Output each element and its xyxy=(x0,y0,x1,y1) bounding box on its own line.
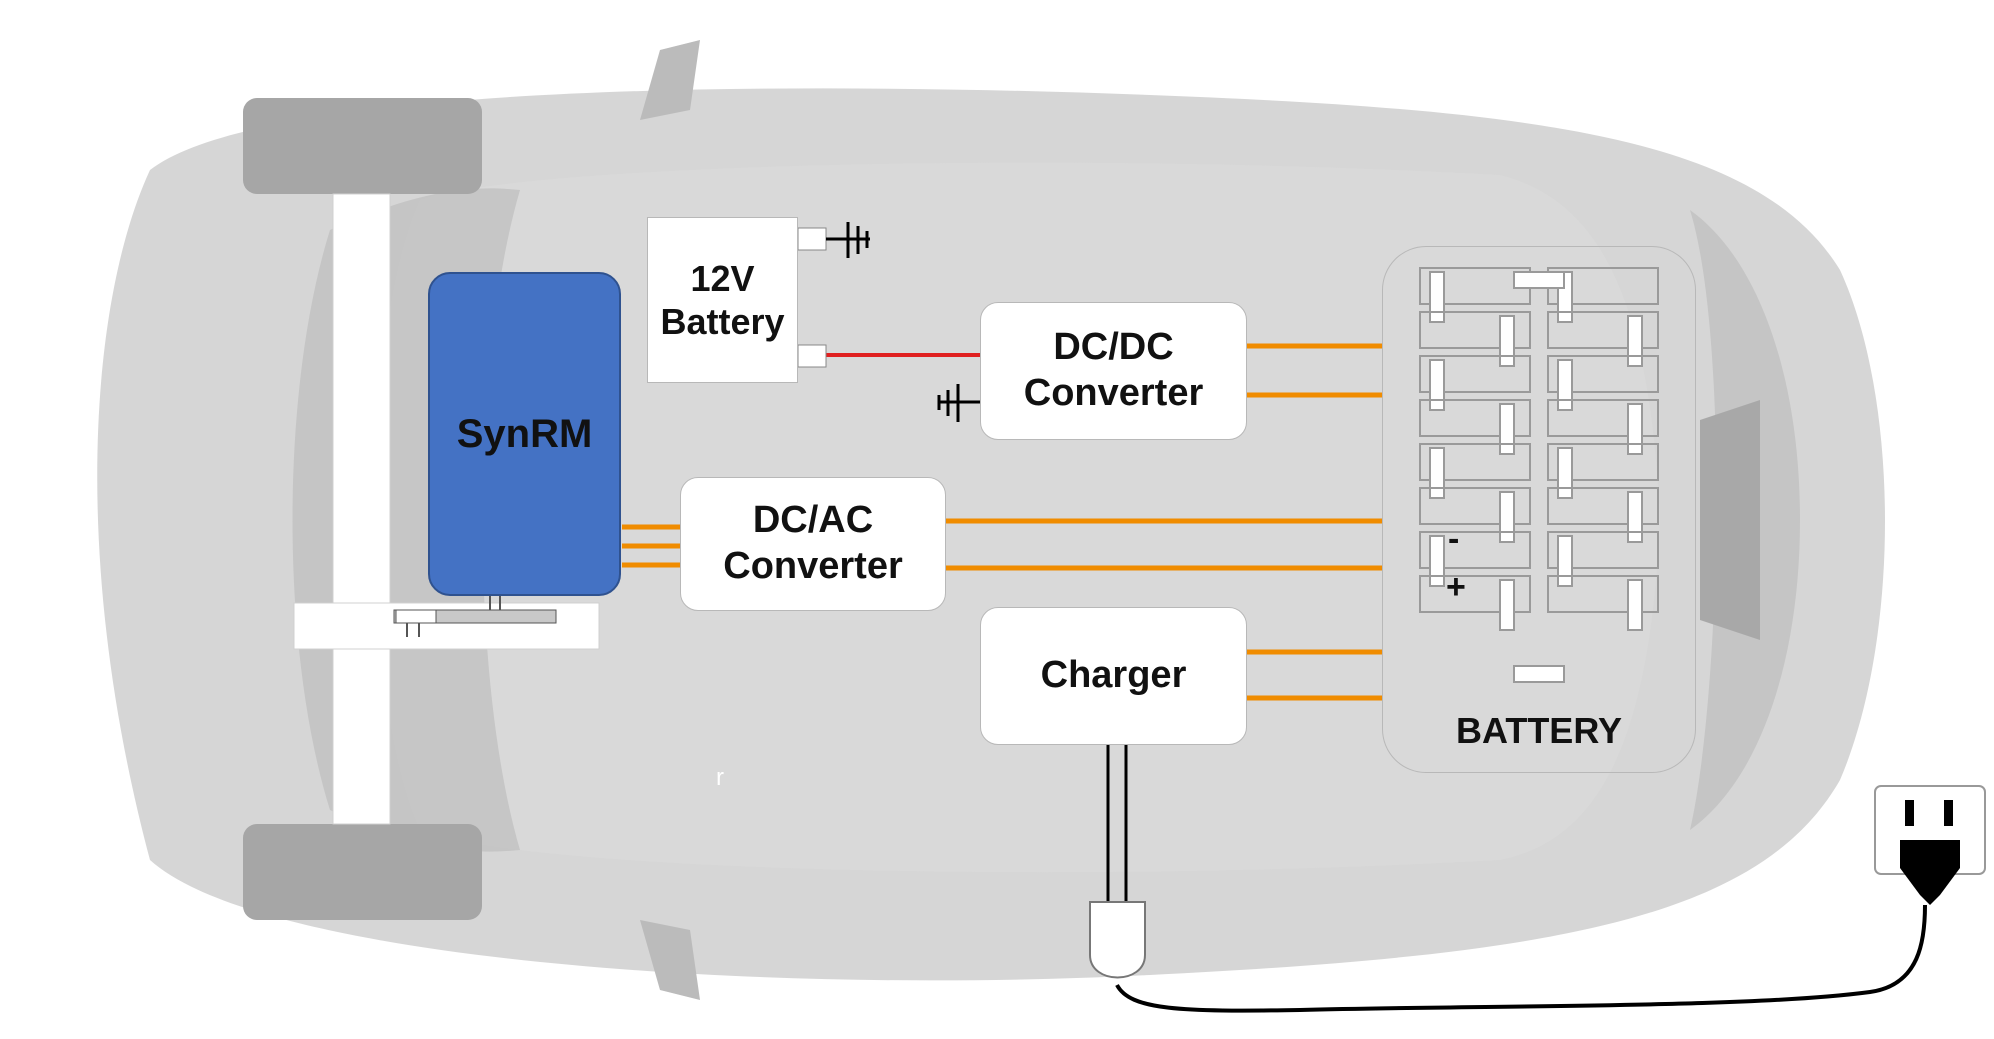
battery-cell xyxy=(1419,355,1531,393)
outlet-slot-1 xyxy=(1905,800,1914,826)
battery-cell xyxy=(1419,575,1531,613)
12v-battery-box: 12V Battery xyxy=(647,217,798,383)
battery-cell-tab xyxy=(1627,315,1643,367)
battery-bus-link xyxy=(1513,665,1565,683)
battery-terminal-top xyxy=(797,227,827,251)
battery-terminal-bottom xyxy=(797,344,827,368)
battery-cell xyxy=(1419,399,1531,437)
battery-cell xyxy=(1547,531,1659,569)
ground-symbol-battery xyxy=(826,222,870,258)
wall-plug-icon xyxy=(1900,840,1960,905)
front-left-wheel xyxy=(243,98,482,194)
hv-battery-label: BATTERY xyxy=(1456,710,1622,751)
battery-cell xyxy=(1547,399,1659,437)
rear-grille xyxy=(1700,400,1760,640)
battery-cell-tab xyxy=(1557,359,1573,411)
12v-battery-label-line1: 12V xyxy=(690,257,755,299)
left-mirror xyxy=(640,40,700,120)
12v-battery-label-line2: Battery xyxy=(660,301,785,342)
stray-mark: r xyxy=(716,764,724,791)
battery-cell xyxy=(1419,531,1531,569)
battery-cell-tab xyxy=(1429,359,1445,411)
dcdc-label-line1: DC/DC xyxy=(1053,326,1174,369)
battery-cell-tab xyxy=(1499,403,1515,455)
battery-cell-tab xyxy=(1627,403,1643,455)
battery-cell-tab xyxy=(1499,491,1515,543)
dcac-converter-block: DC/AC Converter xyxy=(680,477,946,611)
charging-cable xyxy=(1115,904,1927,1013)
dcdc-label-line2: Converter xyxy=(1023,372,1204,414)
dcdc-converter-block: DC/DC Converter xyxy=(980,302,1247,440)
synrm-motor-block: SynRM xyxy=(428,272,621,596)
battery-cell xyxy=(1547,443,1659,481)
battery-bus-link xyxy=(1513,271,1565,289)
dcac-label-line2: Converter xyxy=(723,545,903,587)
gear-stub xyxy=(395,609,437,624)
battery-cell-tab xyxy=(1429,447,1445,499)
front-right-wheel xyxy=(243,824,482,920)
battery-cell-tab xyxy=(1627,579,1643,631)
battery-cell xyxy=(1419,487,1531,525)
front-axle xyxy=(332,193,391,825)
battery-cell xyxy=(1547,487,1659,525)
battery-minus-sign: - xyxy=(1448,520,1460,558)
battery-cell-tab xyxy=(1429,271,1445,323)
outlet-slot-2 xyxy=(1944,800,1953,826)
battery-cell-tab xyxy=(1557,447,1573,499)
battery-plus-sign: + xyxy=(1446,568,1466,606)
battery-cell-tab xyxy=(1557,535,1573,587)
battery-cell xyxy=(1547,311,1659,349)
battery-cells xyxy=(1419,267,1659,683)
battery-cell xyxy=(1419,443,1531,481)
battery-cell-tab xyxy=(1429,535,1445,587)
synrm-label: SynRM xyxy=(456,412,593,456)
charger-block: Charger xyxy=(980,607,1247,745)
battery-cell xyxy=(1419,311,1531,349)
battery-cell-tab xyxy=(1499,579,1515,631)
right-mirror xyxy=(640,920,700,1000)
charging-inlet xyxy=(1089,901,1146,979)
battery-cell xyxy=(1547,355,1659,393)
charger-label: Charger xyxy=(1040,654,1187,697)
hv-battery-pack xyxy=(1382,246,1696,773)
dcac-label-line1: DC/AC xyxy=(752,499,874,542)
battery-cell-tab xyxy=(1627,491,1643,543)
battery-cell-tab xyxy=(1499,315,1515,367)
ground-symbol-dcdc xyxy=(937,384,980,422)
battery-cell xyxy=(1547,575,1659,613)
